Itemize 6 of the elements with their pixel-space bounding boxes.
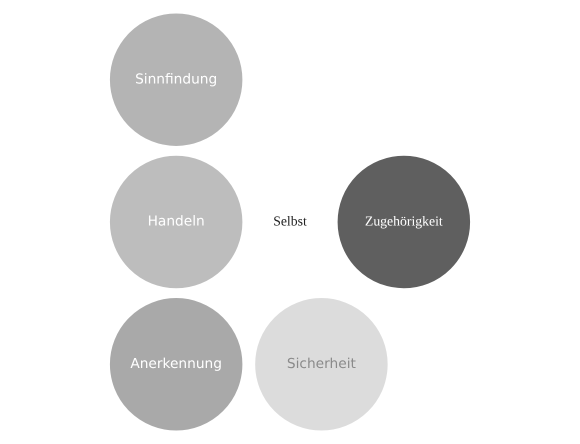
node-circle: Anerkennung <box>108 296 244 433</box>
node-text: Selbst <box>273 214 307 229</box>
node-circle: Handeln <box>108 154 244 290</box>
node-circle: Zugehörigkeit <box>336 154 472 290</box>
node-circle: Sinnfindung <box>108 11 244 148</box>
node-circle: Sicherheit <box>253 296 390 433</box>
